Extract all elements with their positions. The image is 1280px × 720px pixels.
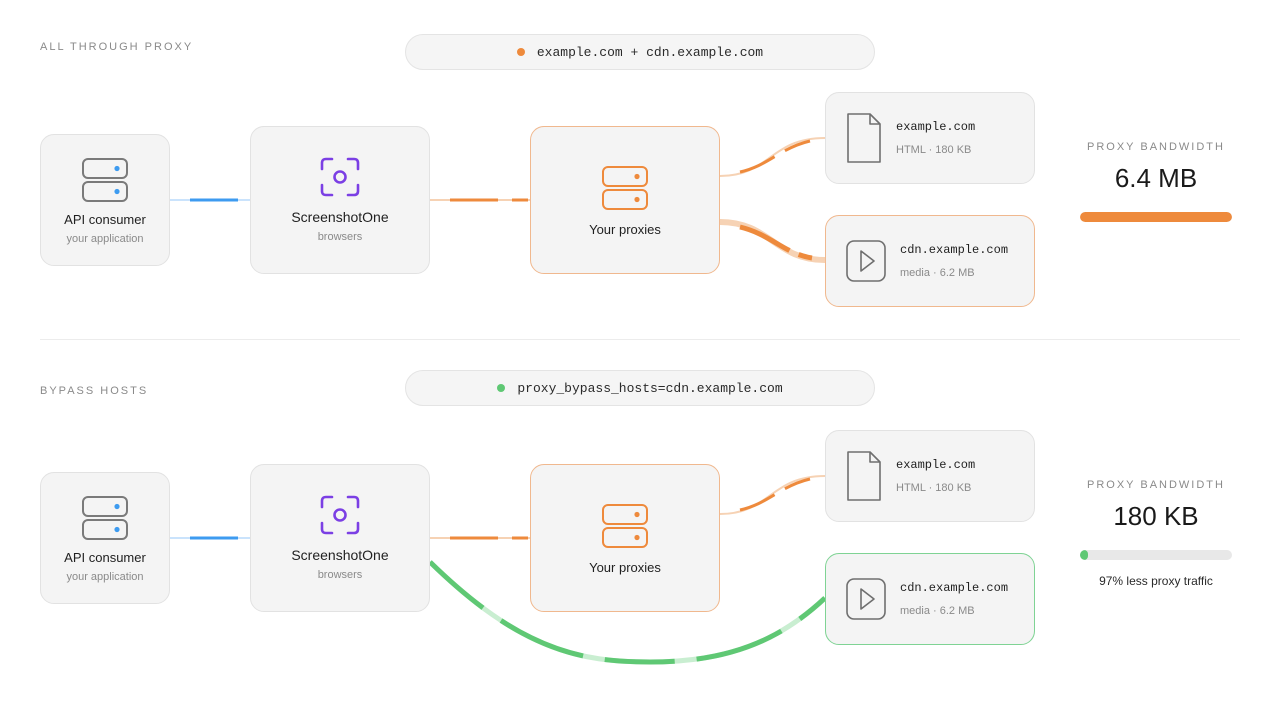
proxy-to-html-link-dash [739, 477, 811, 512]
node-title: Your proxies [589, 559, 661, 575]
play-icon [846, 578, 886, 620]
bandwidth-label: PROXY BANDWIDTH [1087, 141, 1225, 153]
config-pill: example.com + cdn.example.com [405, 34, 875, 70]
section-label: ALL THROUGH PROXY [40, 41, 194, 53]
node-title: API consumer [64, 549, 146, 565]
node-subtitle: browsers [317, 231, 363, 243]
bandwidth-bar-fill [1080, 212, 1232, 222]
status-dot [516, 48, 525, 56]
screenshot-focus-icon [320, 495, 360, 535]
server-icon [82, 495, 128, 540]
file-icon [847, 451, 881, 501]
api-consumer-node: API consumer your application [40, 134, 170, 266]
bandwidth-value: 6.4 MB [1114, 163, 1198, 193]
node-subtitle: your application [66, 570, 144, 583]
resource-card-html: example.com HTML · 180 KB [825, 92, 1035, 184]
proxy-node: Your proxies [530, 464, 720, 612]
bandwidth-note: 97% less proxy traffic [1099, 574, 1213, 588]
status-dot [497, 384, 506, 392]
resource-card-html: example.com HTML · 180 KB [825, 430, 1035, 522]
screenshotone-node: ScreenshotOne browsers [250, 464, 430, 612]
node-title: API consumer [64, 211, 146, 227]
node-title: ScreenshotOne [291, 209, 389, 225]
resource-meta: HTML · 180 KB [896, 482, 972, 494]
resource-host: example.com [896, 458, 976, 472]
node-title: Your proxies [589, 221, 661, 237]
resource-meta: HTML · 180 KB [896, 144, 972, 156]
resource-host: cdn.example.com [900, 581, 1009, 595]
server-icon [602, 503, 648, 548]
server-icon [602, 165, 648, 210]
config-pill-text: example.com + cdn.example.com [536, 44, 764, 60]
proxy-to-html-link-dash [739, 139, 811, 174]
resource-host: example.com [896, 120, 976, 134]
node-title: ScreenshotOne [291, 547, 389, 563]
node-subtitle: your application [66, 232, 144, 245]
proxy-to-html-link [719, 475, 826, 515]
screenshot-focus-icon [320, 157, 360, 197]
file-icon [847, 113, 881, 163]
proxy-bandwidth-panel: PROXY BANDWIDTH 6.4 MB [1080, 141, 1232, 222]
api-consumer-node: API consumer your application [40, 472, 170, 604]
resource-card-media: cdn.example.com media · 6.2 MB [825, 215, 1035, 307]
server-icon [82, 157, 128, 202]
resource-meta: media · 6.2 MB [900, 605, 975, 617]
proxy-to-media-link-dash [739, 224, 813, 261]
bandwidth-label: PROXY BANDWIDTH [1087, 479, 1225, 491]
resource-meta: media · 6.2 MB [900, 267, 975, 279]
proxy-bandwidth-panel: PROXY BANDWIDTH 180 KB 97% less proxy tr… [1080, 479, 1232, 588]
bandwidth-bar-fill [1080, 550, 1088, 560]
bandwidth-bar [1080, 212, 1232, 222]
play-icon [846, 240, 886, 282]
bandwidth-bar [1080, 550, 1232, 560]
node-subtitle: browsers [317, 569, 363, 581]
bandwidth-value: 180 KB [1113, 501, 1199, 531]
config-pill-text: proxy_bypass_hosts=cdn.example.com [517, 380, 783, 396]
resource-card-media: cdn.example.com media · 6.2 MB [825, 553, 1035, 645]
proxy-to-html-link [719, 137, 826, 177]
section-label: BYPASS HOSTS [40, 385, 149, 397]
section-divider [40, 339, 1240, 340]
bypass-browser-to-media-link-dash [428, 560, 827, 665]
config-pill: proxy_bypass_hosts=cdn.example.com [405, 370, 875, 406]
proxy-node: Your proxies [530, 126, 720, 274]
resource-host: cdn.example.com [900, 243, 1009, 257]
screenshotone-node: ScreenshotOne browsers [250, 126, 430, 274]
